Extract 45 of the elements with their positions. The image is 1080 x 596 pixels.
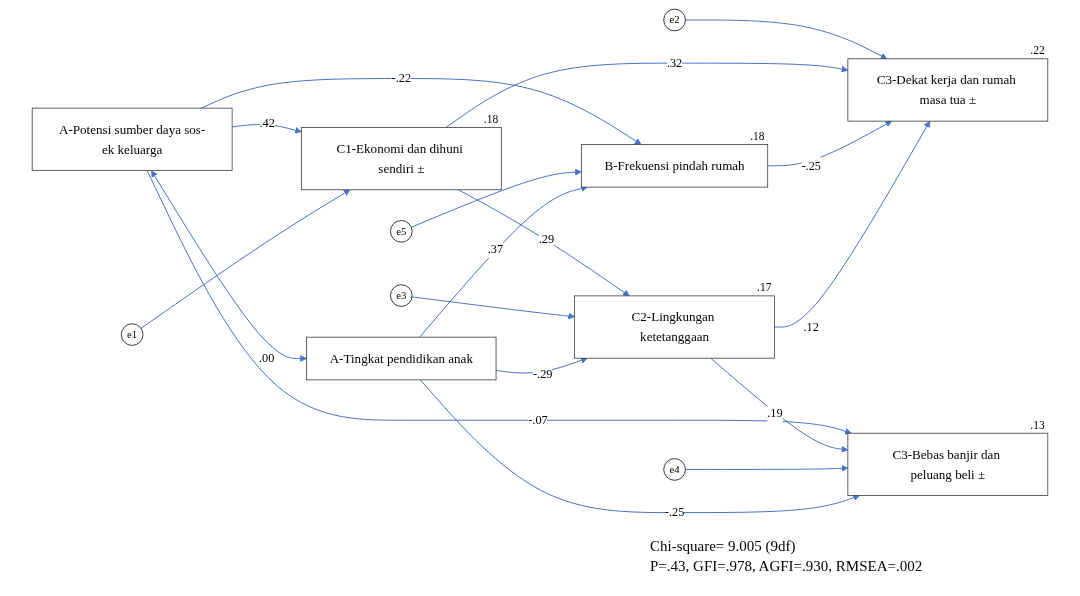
node-circle [663,457,686,481]
edge-label: .32 [666,55,683,69]
edge-label: .42 [259,115,275,129]
arrow [140,188,351,329]
fit-statistics-note: P=.43, GFI=.978, AGFI=.930, RMSEA=.002 [650,557,923,576]
node-box [581,143,769,187]
arrow [774,120,931,328]
node-box [306,336,497,380]
node-circle [120,322,144,346]
node-circle [390,283,413,307]
edge-label: -.25 [801,158,821,172]
arrow [151,169,307,362]
arrow [767,120,892,166]
node-box [574,295,775,359]
arrow [410,168,582,228]
r-squared-value: .22 [1030,43,1045,56]
edge-label: .12 [803,319,819,333]
r-squared-value: .18 [483,112,499,125]
edge-label: .29 [538,231,555,245]
node-box [300,126,502,190]
arrow [419,378,860,513]
node-circle [390,219,413,243]
arrow [411,295,575,319]
path-diagram: .00 .42 .32 -.22 -.25 .29 .12 -.07 .37 -.29 .19 -.25 A-Potensi sumber daya sos-ek keluarga e1 C1-Ekonomi dan dihuni sendiri ± e2 C3-Dekat kerja dan rumah masa tua ± B-Frekuensi pindah rumah e5 C2-Lingkungan ketetanggaan e3 e4 A-Tingkat pendidikan anak C3-Bebas banjir dan peluang beli ± .18 .22 .18 .17 .13 [26,2,1054,528]
edge-label: -.29 [533,366,553,380]
arrow [458,188,630,296]
arrow [684,19,888,59]
r-squared-value: .17 [757,280,772,293]
r-squared-value: .13 [1030,418,1045,431]
arrow [710,357,849,453]
edge-label: -.22 [391,71,412,85]
node-box [31,107,233,171]
node-box [847,57,1049,121]
node-circle [663,8,686,31]
edge-label: .19 [767,406,783,420]
arrow [146,169,852,435]
edge-label: -.07 [528,412,548,426]
r-squared-value: .18 [750,129,765,142]
edge-label: -.25 [664,505,685,519]
edge-label: .37 [487,241,504,255]
fit-statistics-note: Chi-square= 9.005 (9df) [650,537,797,556]
edge-label: .00 [259,351,275,365]
arrow [684,464,849,472]
node-box [847,432,1049,496]
arrow [495,356,588,373]
